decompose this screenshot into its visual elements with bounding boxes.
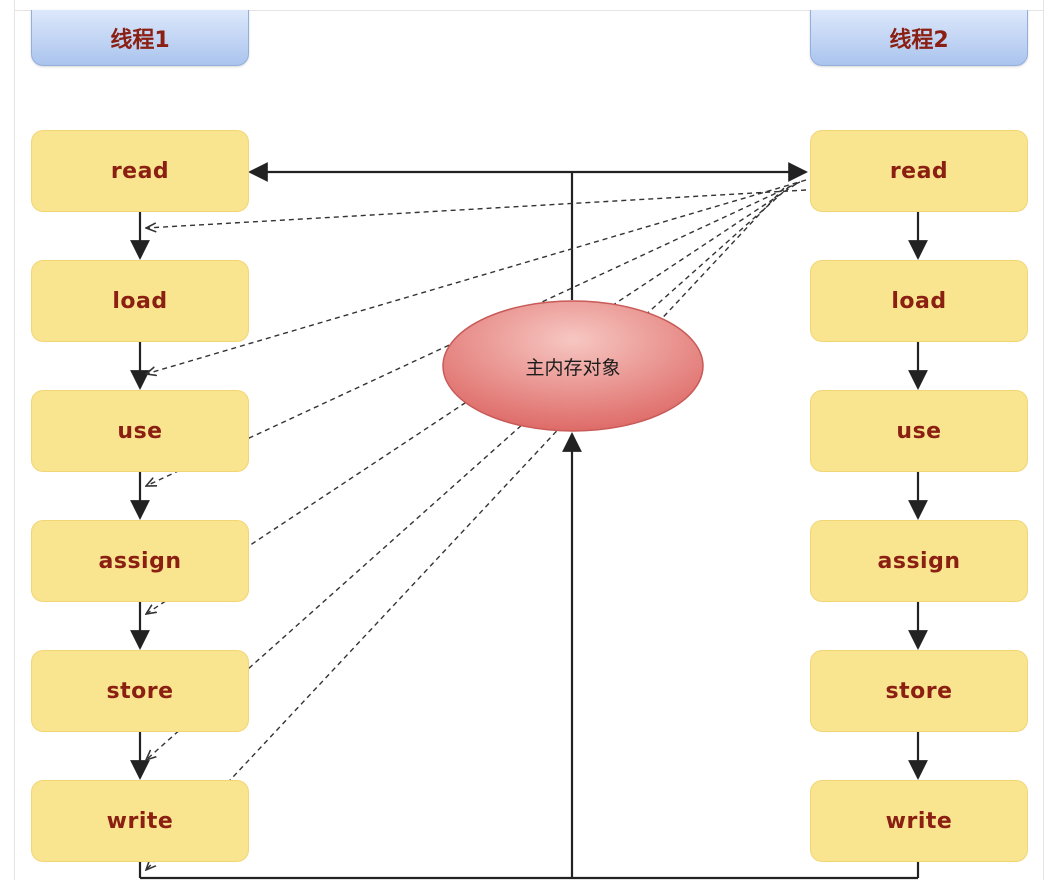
thread1-step-write: write — [31, 780, 249, 862]
thread2-step-assign: assign — [810, 520, 1028, 602]
main-memory-text: 主内存对象 — [525, 356, 621, 379]
main-memory-label: 主内存对象 — [442, 300, 704, 432]
thread2-step-write: write — [810, 780, 1028, 862]
thread2-step-store-label: store — [885, 678, 953, 704]
thread1-step-assign: assign — [31, 520, 249, 602]
thread1-step-load: load — [31, 260, 249, 342]
dashed-to-t1-load-use — [146, 179, 807, 374]
thread2-header: 线程2 — [810, 10, 1028, 66]
dashed-to-t1-read-load — [146, 189, 807, 228]
page-border-top — [14, 10, 1044, 11]
thread2-step-read: read — [810, 130, 1028, 212]
thread1-step-use: use — [31, 390, 249, 472]
thread1-step-write-label: write — [106, 808, 174, 834]
thread2-step-write-label: write — [885, 808, 953, 834]
thread2-step-store: store — [810, 650, 1028, 732]
thread1-step-assign-label: assign — [98, 548, 182, 574]
memory-write-connector — [140, 432, 918, 880]
memory-read-connector — [248, 162, 808, 300]
thread2-step-assign-label: assign — [877, 548, 961, 574]
page-border-right — [1043, 0, 1044, 880]
thread1-header: 线程1 — [31, 10, 249, 66]
thread2-step-load-label: load — [891, 288, 947, 314]
thread1-step-read: read — [31, 130, 249, 212]
thread2-step-read-label: read — [889, 158, 949, 184]
thread2-step-use: use — [810, 390, 1028, 472]
thread1-title: 线程1 — [110, 27, 170, 53]
thread1-step-read-label: read — [110, 158, 170, 184]
dashed-to-t1-write-bottom — [146, 187, 785, 870]
thread2-title: 线程2 — [889, 27, 949, 53]
thread2-step-load: load — [810, 260, 1028, 342]
main-memory-ellipse — [442, 300, 704, 432]
thread1-step-store-label: store — [106, 678, 174, 704]
thread1-step-use-label: use — [117, 418, 163, 444]
thread2-step-use-label: use — [896, 418, 942, 444]
thread1-step-store: store — [31, 650, 249, 732]
page-border-left — [14, 0, 15, 880]
thread1-step-load-label: load — [112, 288, 168, 314]
